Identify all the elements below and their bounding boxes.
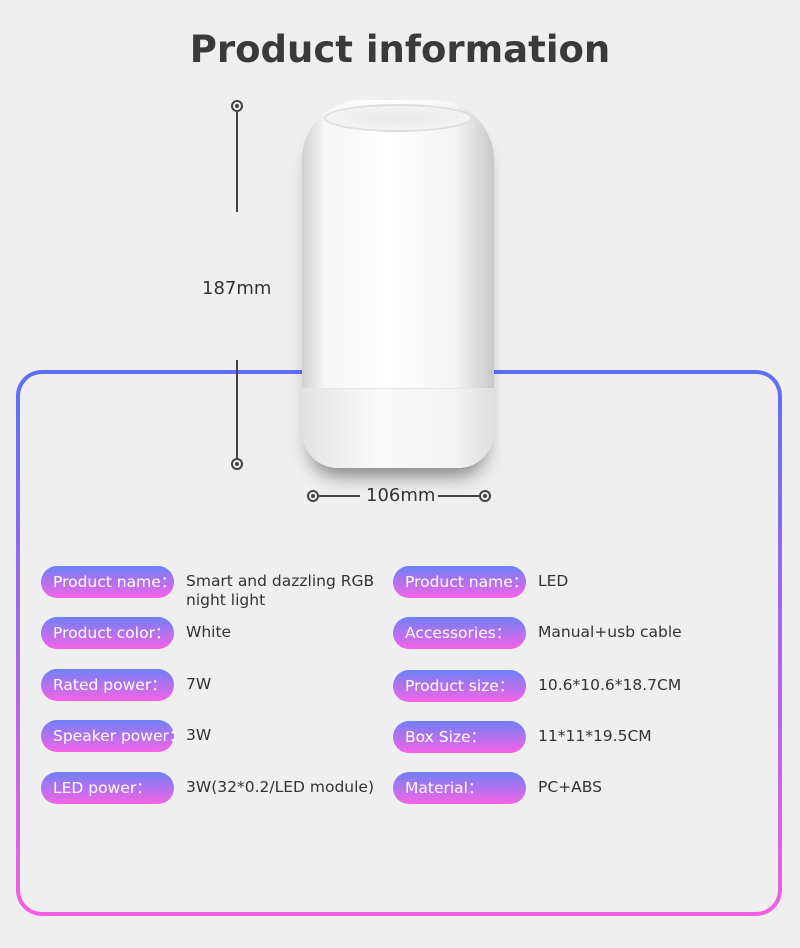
- spec-row: Product name： LED: [393, 566, 728, 598]
- spec-row: Box Size： 11*11*19.5CM: [393, 721, 728, 753]
- spec-row: Speaker power：3W: [41, 720, 376, 752]
- height-line: [236, 360, 238, 460]
- spec-label: Product name：: [393, 566, 528, 598]
- spec-row: Material： PC+ABS: [393, 772, 728, 804]
- spec-row: Product name： Smart and dazzling RGB nigh…: [41, 566, 376, 610]
- height-label: 187mm: [202, 278, 272, 299]
- spec-row: LED power： 3W(32*0.2/LED module): [41, 772, 376, 804]
- width-label: 106mm: [366, 485, 436, 506]
- spec-label: Accessories：: [393, 617, 526, 649]
- spec-row: Product color： White: [41, 617, 376, 649]
- spec-row: Product size： 10.6*10.6*18.7CM: [393, 670, 728, 702]
- spec-value: LED: [538, 572, 569, 590]
- spec-value: Smart and dazzling RGB night light: [186, 572, 375, 609]
- spec-row: Accessories： Manual+usb cable: [393, 617, 728, 649]
- spec-value: PC+ABS: [538, 778, 602, 796]
- spec-row: Rated power： 7W: [41, 669, 376, 701]
- page-title: Product information: [189, 28, 611, 71]
- spec-label: Box Size：: [393, 721, 526, 753]
- width-line: [318, 495, 360, 497]
- spec-label: LED power：: [41, 772, 174, 804]
- spec-value: 3W(32*0.2/LED module): [186, 778, 375, 796]
- spec-value: 3W: [186, 726, 212, 744]
- spec-value: 10.6*10.6*18.7CM: [538, 676, 682, 694]
- speaker-top: [324, 104, 472, 132]
- width-line: [438, 495, 480, 497]
- spec-value: 11*11*19.5CM: [538, 727, 652, 745]
- spec-label: Rated power：: [41, 669, 174, 701]
- spec-label: Product name：: [41, 566, 176, 598]
- spec-label: Speaker power：: [41, 720, 184, 752]
- spec-label: Product color：: [41, 617, 174, 649]
- spec-value: Manual+usb cable: [538, 623, 682, 641]
- height-line: [236, 112, 238, 212]
- dimension-marker-icon: [231, 100, 243, 112]
- product-image-lamp: [302, 100, 494, 468]
- dimension-marker-icon: [479, 490, 491, 502]
- spec-label: Material：: [393, 772, 526, 804]
- spec-value: White: [186, 623, 232, 641]
- spec-label: Product size：: [393, 670, 526, 702]
- dimension-marker-icon: [231, 458, 243, 470]
- spec-value: 7W: [186, 675, 212, 693]
